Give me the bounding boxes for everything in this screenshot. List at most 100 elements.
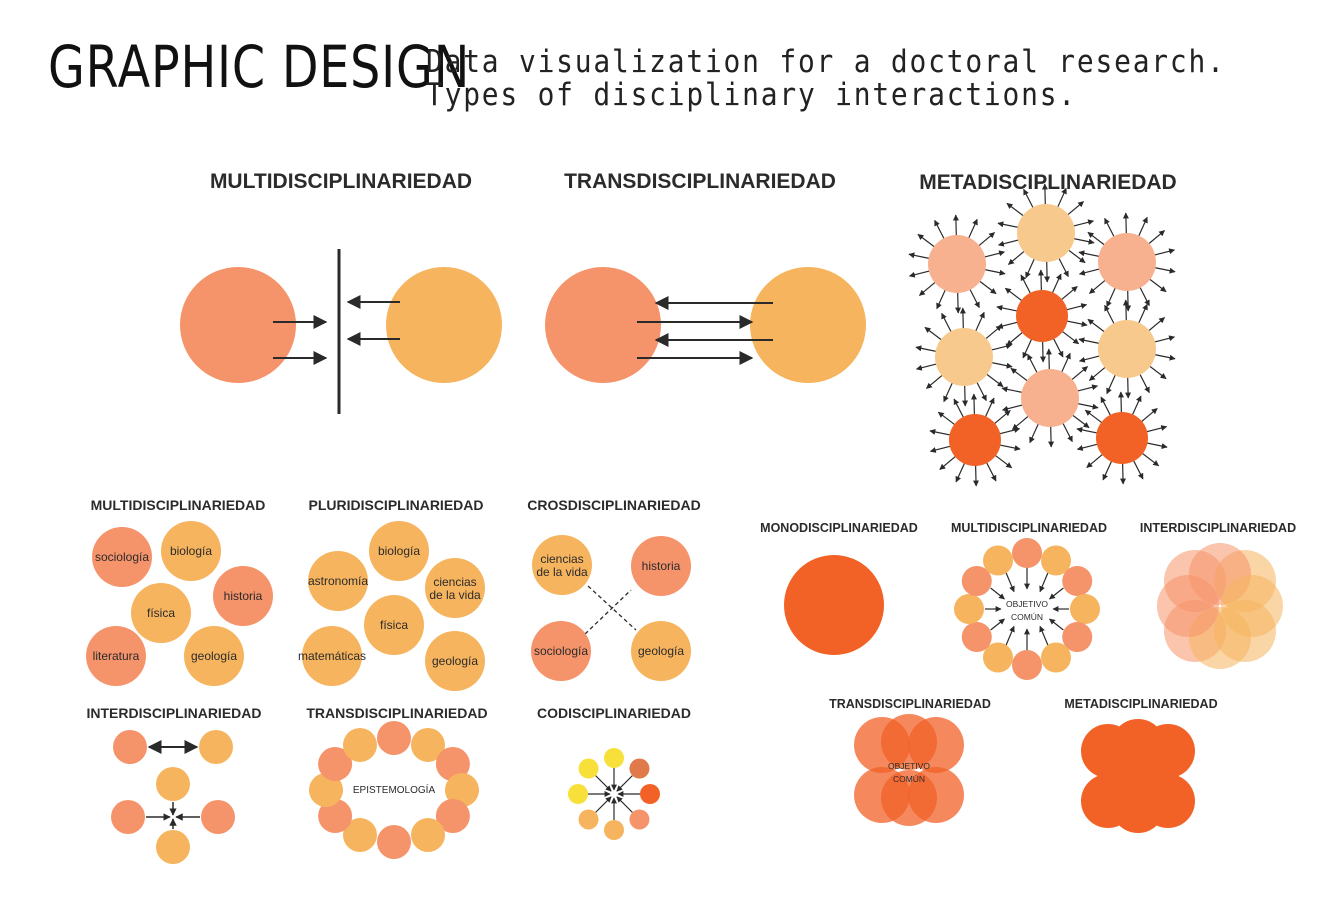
circle — [604, 748, 624, 768]
circle-salmon — [545, 267, 661, 383]
circle — [213, 566, 273, 626]
circle — [425, 631, 485, 691]
dashed-connector — [587, 585, 637, 631]
circle — [578, 758, 599, 779]
label-sociologia: sociología — [95, 550, 149, 564]
br-meta-title: METADISCIPLINARIEDAD — [1064, 697, 1217, 711]
circle — [1221, 575, 1283, 637]
circle — [156, 830, 190, 864]
bl-pluri-diagram: biología astronomía ciencias de la vida … — [298, 521, 485, 691]
subtitle-line-2: Types of disciplinary interactions. — [426, 77, 1077, 113]
label-epistemologia: EPISTEMOLOGÍA — [353, 783, 436, 796]
circle — [1021, 369, 1079, 427]
label-de-la-vida: de la vida — [536, 565, 588, 579]
circle — [86, 626, 146, 686]
arrow — [616, 775, 633, 792]
bl-inter-title: INTERDISCIPLINARIEDAD — [86, 705, 261, 721]
circle — [435, 747, 470, 781]
circle-salmon — [180, 267, 296, 383]
circle — [881, 714, 937, 770]
circle — [1098, 320, 1156, 378]
label-literatura: literatura — [93, 649, 140, 663]
label-ciencias: ciencias — [540, 552, 583, 566]
circle — [983, 545, 1013, 576]
circle — [411, 727, 445, 762]
top-meta-diagram — [908, 183, 1176, 487]
label-sociologia: sociología — [534, 644, 588, 658]
arrow — [1005, 572, 1015, 593]
top-trans-title: TRANSDISCIPLINARIEDAD — [564, 170, 836, 193]
arrow — [595, 796, 612, 813]
circle — [935, 328, 993, 386]
circle — [1041, 545, 1071, 576]
br-mono-circle — [784, 555, 884, 655]
br-trans-title: TRANSDISCIPLINARIEDAD — [829, 697, 991, 711]
arrow — [1049, 618, 1064, 631]
circle — [92, 527, 152, 587]
arrow — [1039, 572, 1049, 593]
subtitle-line-1: Data visualization for a doctoral resear… — [426, 44, 1226, 80]
top-multi-diagram — [180, 249, 502, 414]
circle — [1041, 642, 1071, 673]
circle — [578, 809, 599, 830]
circle — [1062, 566, 1093, 596]
arrow — [1005, 625, 1015, 646]
circle — [1096, 412, 1148, 464]
circle — [445, 773, 479, 807]
circle — [881, 770, 937, 826]
dashed-connector — [584, 589, 632, 635]
top-trans-diagram — [545, 267, 866, 383]
circle — [949, 414, 1001, 466]
circle — [369, 521, 429, 581]
circle — [928, 235, 986, 293]
circle-amber — [750, 267, 866, 383]
circle — [364, 595, 424, 655]
circle — [531, 621, 591, 681]
circle — [411, 818, 445, 853]
br-multi-diagram — [954, 538, 1100, 680]
arrow — [595, 775, 612, 792]
bl-inter-diagram — [111, 730, 235, 864]
circle — [1070, 594, 1100, 624]
arrow — [1049, 587, 1064, 600]
label-de-la-vida: de la vida — [429, 588, 481, 602]
circle — [532, 535, 592, 595]
bl-multi-title: MULTIDISCIPLINARIEDAD — [91, 497, 266, 513]
label-fisica: física — [380, 618, 408, 632]
bl-codi-diagram — [568, 748, 660, 840]
circle — [184, 626, 244, 686]
br-inter-title: INTERDISCIPLINARIEDAD — [1140, 521, 1296, 535]
label-fisica: física — [147, 606, 175, 620]
circle — [309, 773, 343, 807]
circle — [435, 799, 470, 833]
top-multi-title: MULTIDISCIPLINARIEDAD — [210, 170, 472, 193]
circle — [377, 721, 411, 755]
bl-cros-diagram: ciencias de la vida historia sociología … — [531, 535, 691, 681]
circle — [961, 622, 992, 652]
circle — [1016, 290, 1068, 342]
circle — [631, 536, 691, 596]
label-biologia: biología — [378, 544, 420, 558]
br-trans-center-1: OBJETIVO — [888, 761, 930, 771]
circle — [1012, 538, 1042, 568]
label-geologia: geología — [432, 654, 478, 668]
circle — [377, 825, 411, 859]
circle — [1017, 204, 1075, 262]
circle — [1062, 622, 1093, 652]
br-inter-diagram — [1157, 543, 1283, 669]
br-multi-title: MULTIDISCIPLINARIEDAD — [951, 521, 1107, 535]
circle — [954, 594, 984, 624]
label-astronomia: astronomía — [308, 574, 368, 588]
arrow — [990, 587, 1005, 600]
bl-trans-diagram — [309, 721, 479, 859]
top-meta-title: METADISCIPLINARIEDAD — [919, 171, 1176, 194]
br-multi-center-1: OBJETIVO — [1006, 599, 1048, 609]
circle — [568, 784, 588, 804]
circle — [961, 566, 992, 596]
circle — [640, 784, 660, 804]
circle — [302, 626, 362, 686]
bl-cros-title: CROSDISCIPLINARIEDAD — [527, 497, 700, 513]
label-ciencias: ciencias — [433, 575, 476, 589]
circle — [343, 727, 377, 762]
